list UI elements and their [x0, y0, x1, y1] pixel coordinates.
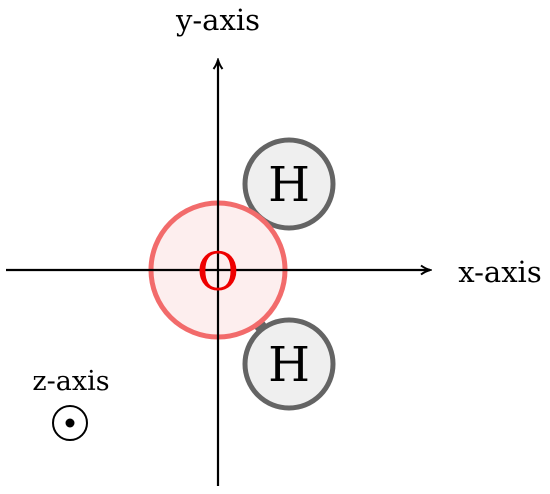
hydrogen-top-atom: [242, 137, 336, 231]
z-axis-label: z-axis: [32, 366, 109, 397]
hydrogen-bottom-atom: [242, 317, 336, 411]
z-axis-out-of-page-icon: [52, 405, 88, 441]
hydrogen-top-label: H: [268, 157, 310, 213]
x-axis-label: x-axis: [458, 255, 541, 289]
y-axis-label: y-axis: [175, 3, 260, 37]
oxygen-label: O: [197, 243, 240, 303]
hydrogen-bottom-label: H: [268, 337, 310, 393]
